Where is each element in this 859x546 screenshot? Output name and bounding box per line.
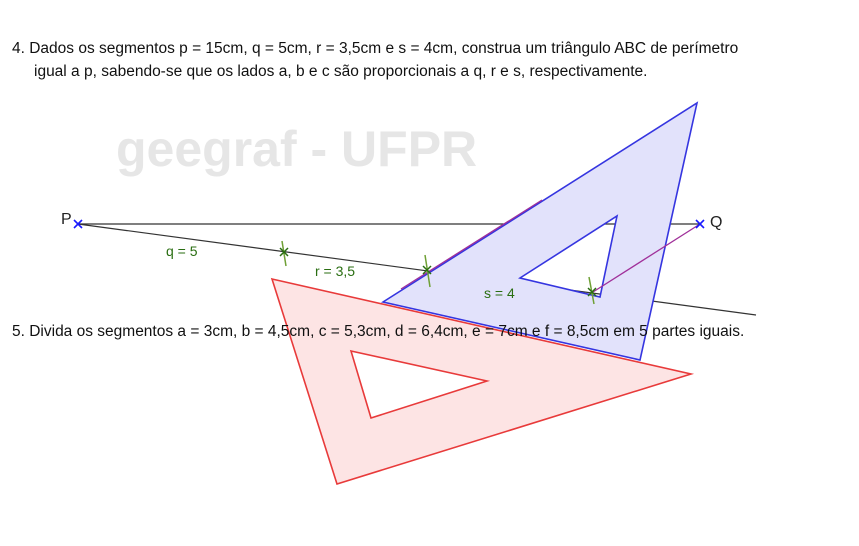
- point-q-label: Q: [710, 214, 722, 231]
- parallel-line-2: [592, 223, 701, 293]
- division-mark-3: [587, 276, 597, 305]
- division-mark-1: [279, 240, 289, 267]
- blue-set-square: [380, 101, 699, 361]
- division-marks: [279, 240, 597, 305]
- point-p-marker: [73, 219, 83, 229]
- watermark: geegraf - UFPR: [116, 121, 477, 177]
- segment-s-label: s = 4: [484, 285, 515, 301]
- problem-4-statement: 4. Dados os segmentos p = 15cm, q = 5cm,…: [12, 40, 739, 57]
- red-set-square: [270, 277, 695, 485]
- division-mark-2: [422, 254, 432, 288]
- segment-r-label: r = 3,5: [315, 263, 355, 279]
- segment-q-label: q = 5: [166, 243, 198, 259]
- point-p-label: P: [61, 211, 72, 228]
- parallel-line-1: [400, 199, 543, 290]
- problem-5-statement: 5. Divida os segmentos a = 3cm, b = 4,5c…: [12, 323, 745, 340]
- problem-4-statement-continued: igual a p, sabendo-se que os lados a, b …: [34, 63, 648, 80]
- point-q-marker: [695, 219, 705, 229]
